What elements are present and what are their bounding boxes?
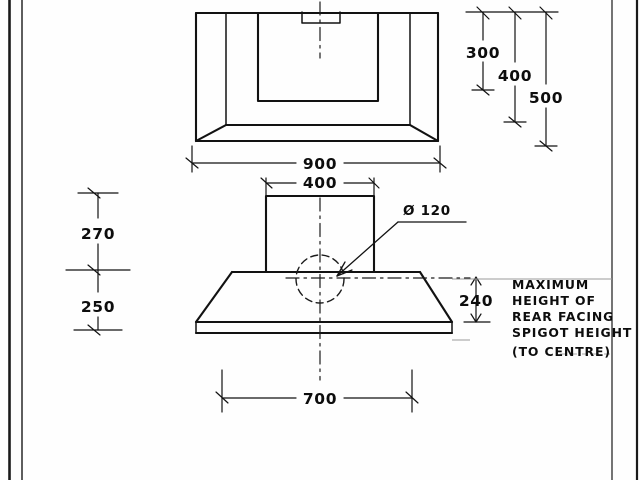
dim-500: 500 <box>529 6 563 152</box>
note-line-4: SPIGOT HEIGHT <box>512 325 632 340</box>
note-guide-lines <box>452 278 612 355</box>
lower-canopy-trapezoid <box>194 270 454 324</box>
dim-240-label: 240 <box>459 292 493 310</box>
spigot-diameter-label: Ø 120 <box>403 203 451 219</box>
dim-400-top: 400 <box>260 174 380 197</box>
note-line-3: REAR FACING <box>512 309 614 324</box>
upper-view <box>194 1 440 143</box>
dim-250-label: 250 <box>81 298 115 316</box>
dim-900-label: 900 <box>303 155 337 173</box>
maximum-height-note: MAXIMUM HEIGHT OF REAR FACING SPIGOT HEI… <box>512 277 632 359</box>
dim-700: 700 <box>215 369 419 413</box>
dim-400-top-label: 400 <box>303 174 337 192</box>
upper-base-trapezoid <box>194 123 440 143</box>
dim-300-label: 300 <box>466 44 500 62</box>
page-left-edge <box>8 0 23 480</box>
note-line-1: MAXIMUM <box>512 277 589 292</box>
left-lower-dimension-stack: 270 250 <box>65 187 131 336</box>
dim-270: 270 <box>81 192 115 271</box>
dim-300: 300 <box>466 6 500 96</box>
lower-view <box>194 194 471 381</box>
note-line-5: (TO CENTRE) <box>512 344 611 359</box>
right-upper-dimension-stack: 300 400 500 <box>465 6 563 152</box>
dim-250: 250 <box>81 269 115 331</box>
spigot-diameter-leader: Ø 120 <box>336 203 467 277</box>
upper-inner-rect <box>256 12 380 103</box>
dim-500-label: 500 <box>529 89 563 107</box>
dim-900: 900 <box>185 145 447 173</box>
dim-240: 240 <box>459 276 493 323</box>
dim-270-label: 270 <box>81 225 115 243</box>
note-line-2: HEIGHT OF <box>512 293 596 308</box>
dim-400-right-label: 400 <box>498 67 532 85</box>
upper-fold-lines <box>225 13 411 126</box>
upper-outer-box <box>194 11 440 143</box>
dim-400-right: 400 <box>498 6 532 128</box>
page-right-edge <box>611 0 639 480</box>
lower-rim-band <box>194 321 454 335</box>
dim-700-label: 700 <box>303 390 337 408</box>
upper-spigot-rect <box>301 11 341 24</box>
